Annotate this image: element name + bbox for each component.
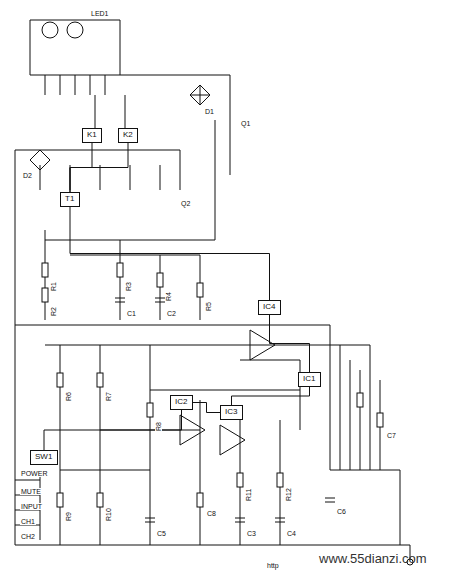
lamp-symbol — [67, 22, 83, 38]
opamp-symbol — [180, 415, 205, 445]
bridge-rectifier — [190, 85, 210, 105]
part-label: Q1 — [240, 120, 251, 127]
resistor-symbol — [97, 493, 103, 507]
component-box: IC3 — [220, 405, 243, 420]
part-label: CH2 — [20, 533, 36, 540]
part-label: R1 — [50, 281, 57, 292]
component-box: IC2 — [170, 395, 193, 410]
component-box: IC4 — [258, 300, 281, 315]
wire-connector — [70, 207, 270, 300]
part-label: C7 — [386, 432, 397, 439]
resistor-symbol — [197, 493, 203, 507]
part-label: D1 — [204, 108, 215, 115]
wire-connector — [193, 403, 220, 413]
wire — [15, 360, 410, 560]
part-label: C1 — [126, 310, 137, 317]
part-label: R8 — [155, 421, 162, 432]
component-name: IC4 — [263, 303, 276, 312]
part-label: INPUT — [20, 503, 43, 510]
part-label: C3 — [246, 530, 257, 537]
resistor-symbol — [377, 413, 383, 427]
component-box: K1 — [82, 128, 102, 143]
component-name: IC1 — [303, 375, 316, 384]
component-name: K1 — [87, 131, 97, 140]
component-name: T1 — [65, 195, 75, 204]
part-label: R3 — [125, 281, 132, 292]
part-label: R9 — [65, 511, 72, 522]
wire-connector — [44, 410, 182, 450]
resistor-symbol — [147, 403, 153, 417]
resistor-symbol — [42, 263, 48, 277]
part-label: D2 — [22, 172, 33, 179]
part-label: R2 — [50, 306, 57, 317]
component-name: SW1 — [35, 453, 53, 462]
resistor-symbol — [57, 493, 63, 507]
opamp-symbol — [220, 425, 245, 455]
part-label: R10 — [105, 507, 112, 522]
part-label: C4 — [286, 530, 297, 537]
component-box: T1 — [60, 192, 80, 207]
part-label: CH1 — [20, 518, 36, 525]
opamp-symbol — [250, 330, 275, 360]
resistor-symbol — [237, 473, 243, 487]
resistor-symbol — [97, 373, 103, 387]
resistor-symbol — [117, 263, 123, 277]
wire — [15, 150, 180, 545]
part-label: C8 — [206, 510, 217, 517]
wire-connector — [70, 143, 128, 192]
wire — [15, 325, 380, 470]
part-label: R4 — [165, 291, 172, 302]
part-label: C6 — [336, 508, 347, 515]
part-label: C2 — [166, 310, 177, 317]
capacitor-symbol — [145, 518, 155, 522]
component-name: IC2 — [175, 398, 188, 407]
component-box: SW1 — [30, 450, 58, 465]
passives — [42, 263, 383, 522]
capacitor-symbol — [235, 518, 245, 522]
resistor-symbol — [42, 288, 48, 302]
part-label: http — [266, 562, 280, 569]
wires — [15, 20, 410, 560]
component-box: IC1 — [298, 372, 321, 387]
resistor-symbol — [277, 473, 283, 487]
lamp-symbol — [42, 22, 58, 38]
wire — [60, 345, 400, 545]
watermark: www.55dianzi.com — [318, 552, 428, 565]
capacitor-symbol — [155, 298, 165, 302]
resistor-symbol — [197, 283, 203, 297]
part-label: R12 — [285, 487, 292, 502]
capacitor-symbol — [325, 498, 335, 502]
capacitor-symbol — [275, 518, 285, 522]
wire-connector — [270, 315, 310, 372]
resistor-symbol — [57, 373, 63, 387]
part-label: R11 — [245, 488, 252, 502]
part-label: Q2 — [180, 200, 191, 207]
part-label: LED1 — [90, 10, 110, 17]
part-label: R6 — [65, 391, 72, 402]
component-box: K2 — [118, 128, 138, 143]
part-label: R5 — [205, 301, 212, 312]
resistor-symbol — [357, 393, 363, 407]
component-name: K2 — [123, 131, 133, 140]
wire — [30, 20, 160, 135]
part-label: POWER — [20, 470, 48, 477]
wire-connector — [232, 387, 310, 405]
bridge-rectifier — [30, 150, 50, 170]
component-name: IC3 — [225, 408, 238, 417]
wire — [160, 75, 230, 175]
part-label: C5 — [156, 530, 167, 537]
capacitor-symbol — [115, 298, 125, 302]
part-label: R7 — [105, 391, 112, 402]
symbols — [30, 22, 413, 565]
resistor-symbol — [157, 273, 163, 287]
part-label: MUTE — [20, 488, 42, 495]
